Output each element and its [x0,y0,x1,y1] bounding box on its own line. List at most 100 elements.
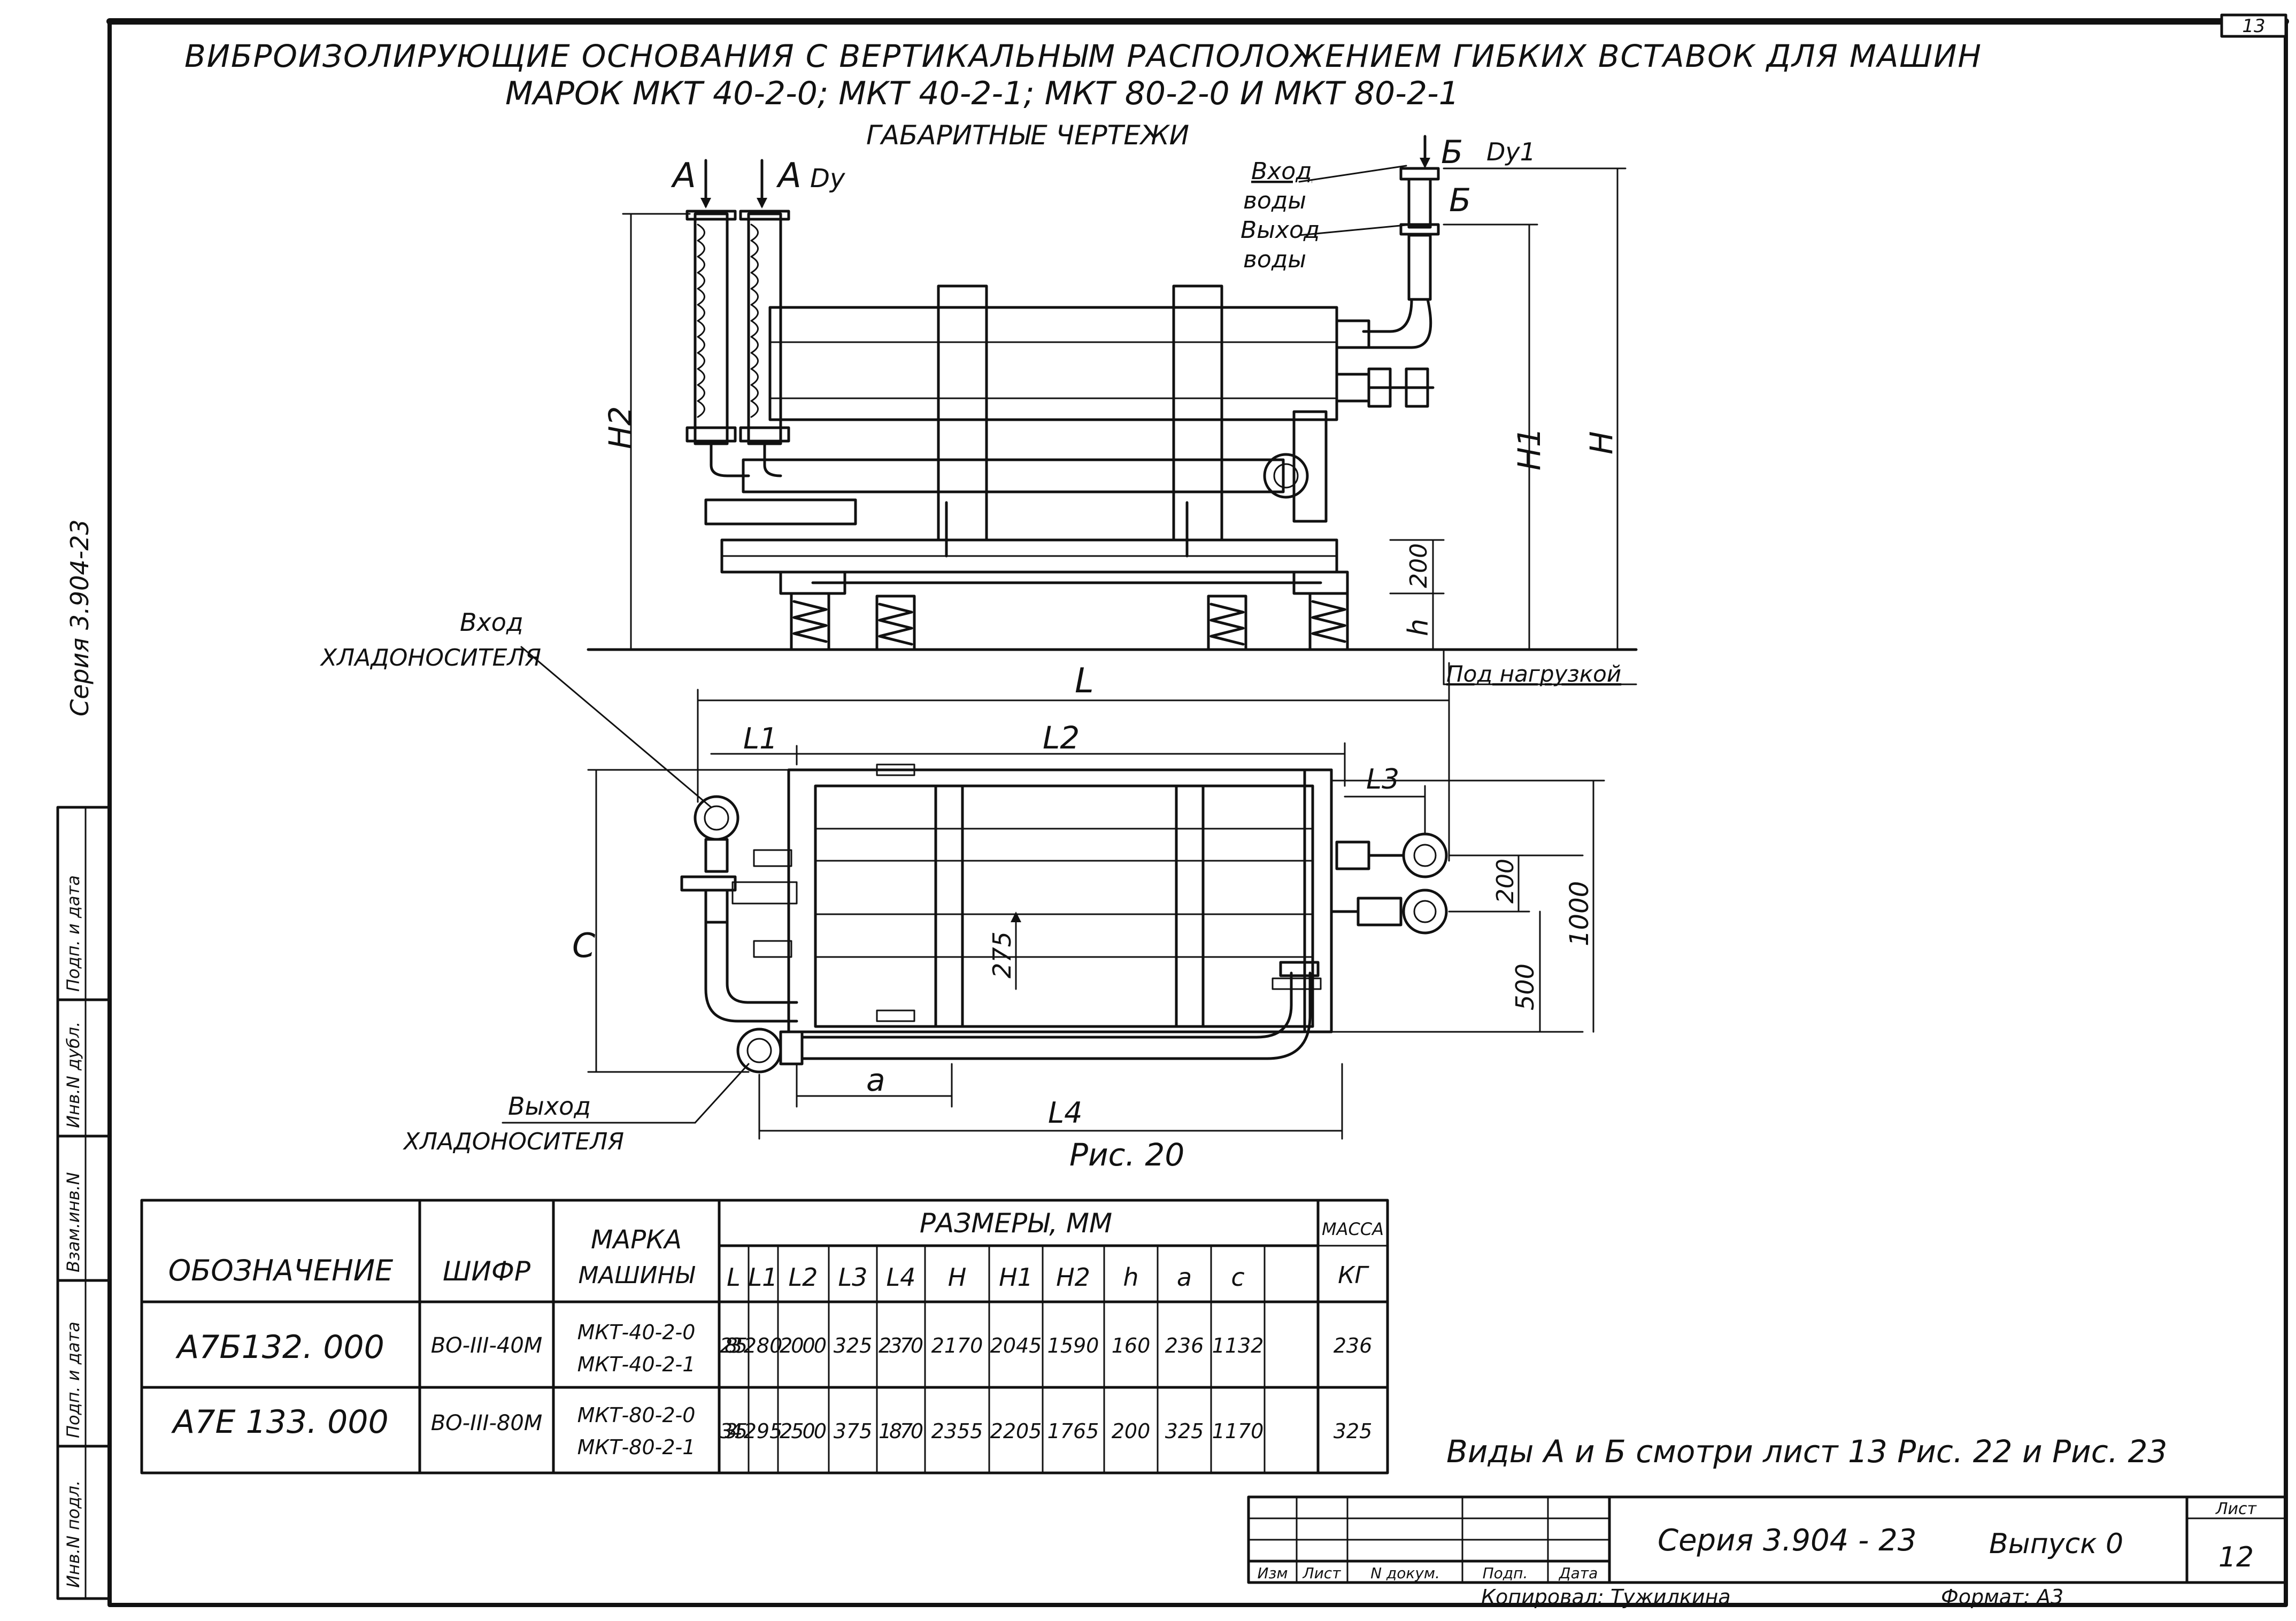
tb-series: Серия 3.904 - 23 [1658,1523,1916,1558]
row1-code: ВО-III-40М [431,1333,543,1358]
th-dim-L3: L3 [838,1263,868,1292]
row1-dim-H1: 2045 [990,1334,1042,1357]
dim-l2-label: L2 [1043,720,1080,756]
th-model-1: МАРКА [591,1225,682,1255]
coolant-inlet-label-1: Вход [460,608,523,637]
spec-table: ОБОЗНАЧЕНИЕ ШИФР МАРКА МАШИНЫ РАЗМЕРЫ, М… [140,1199,1389,1475]
figure-caption: Рис. 20 [1069,1137,1184,1173]
dim-275-label: 275 [988,931,1016,978]
row2-dim-L: 3345 [720,1419,748,1443]
stamp-cell-2: Подп. и дата [63,1322,83,1438]
view-b-mid-label: Б [1449,182,1471,219]
dim-l4-label: L4 [1048,1096,1082,1130]
dim-h1-label: H1 [1511,427,1547,470]
row2-dim-a: 325 [1165,1419,1204,1443]
row1-dim-h: 160 [1112,1334,1151,1357]
stamp-cell-3: Взам.инв.N [63,1172,83,1272]
row1-designation: А7Б132. 000 [175,1329,384,1366]
th-mass-1: МАССА [1322,1219,1384,1239]
row2-dim-H1: 2205 [990,1419,1042,1443]
dim-500-label: 500 [1511,963,1539,1010]
table-row: А7Б132. 000 ВО-III-40М МКТ-40-2-0 МКТ-40… [175,1321,1372,1376]
th-dim-L4: L4 [887,1263,916,1292]
row2-dim-H2: 1765 [1047,1419,1099,1443]
dim-l3-label: L3 [1366,763,1399,796]
dim-h-label: H [1583,431,1620,454]
th-mass-2: КГ [1338,1262,1369,1289]
views-reference-note: Виды А и Б смотри лист 13 Рис. 22 и Рис.… [1446,1433,2167,1470]
tb-copied-by: Копировал: Тужилкина [1481,1585,1731,1609]
view-a-right-label: A [776,156,802,196]
row1-dim-L4: 2370 [879,1334,923,1357]
coolant-inlet-label-2: ХЛАДОНОСИТЕЛЯ [320,644,541,671]
water-inlet-label-2: воды [1243,187,1306,214]
th-dim-H: H [948,1263,967,1292]
dim-200-side: 200 [1405,543,1432,588]
th-dim-L2: L2 [789,1263,818,1292]
dim-c-label: C [572,926,596,965]
water-outlet-label-1: Выход [1241,217,1320,244]
side-series-label: Серия 3.904-23 [65,519,94,716]
side-stamp: Инв.N подл. Подп. и дата Взам.инв.N Инв.… [56,806,111,1600]
row1-dim-H2: 1590 [1047,1334,1099,1357]
row2-dim-L4: 1870 [879,1419,923,1443]
row1-dim-L2: 2000 [780,1334,827,1357]
tb-col-doc: N докум. [1370,1564,1440,1582]
row2-dim-H: 2355 [931,1419,983,1443]
shell-body [768,306,1338,421]
row2-dim-L3: 375 [834,1419,873,1443]
side-elevation-view: A A Dу Б Dу1 Б Вход воды Выход воды H2 H… [320,134,1638,808]
row1-dim-L1: 280 [744,1334,783,1357]
title-block: Изм Лист N докум. Подп. Дата Серия 3.904… [1247,1495,2287,1609]
coolant-outlet-label-2: ХЛАДОНОСИТЕЛЯ [403,1128,624,1155]
spring-isolators [790,592,1349,651]
dim-l1-label: L1 [743,722,777,755]
th-sizes: РАЗМЕРЫ, ММ [920,1208,1112,1239]
row1-dim-H: 2170 [931,1334,983,1357]
row2-dim-c: 1170 [1212,1419,1264,1443]
row1-dim-a: 236 [1165,1334,1204,1357]
plan-view: L L1 L2 [403,661,1605,1173]
th-dim-a: a [1177,1263,1192,1292]
stamp-cell-4: Инв.N дубл. [63,1022,83,1128]
th-code: ШИФР [443,1256,531,1287]
dim-h2-label: H2 [602,406,638,449]
view-b-top-label: Б [1441,134,1463,171]
water-outlet-label-2: воды [1243,246,1306,273]
th-dim-H2: H2 [1056,1263,1090,1292]
dim-h-small-label: h [1403,619,1435,636]
th-dim-h: h [1123,1263,1138,1292]
tb-col-sheet: Лист [1303,1564,1342,1582]
row1-model-1: МКТ-40-2-0 [577,1321,696,1344]
stamp-cell-1: Инв.N подл. [63,1480,83,1588]
water-inlet-label-1: Вход [1251,158,1312,185]
tb-format: Формат: А3 [1941,1585,2063,1609]
stamp-cell-5: Подп. и дата [63,875,83,992]
row2-model-2: МКТ-80-2-1 [577,1435,696,1459]
tb-sheet-label: Лист [2215,1500,2258,1518]
dim-l-label: L [1075,661,1094,701]
under-load-label: Под нагрузкой [1446,661,1621,687]
dy1-label: Dу1 [1486,137,1536,166]
row2-dim-h: 200 [1112,1419,1151,1443]
th-dim-L: L [727,1263,741,1292]
th-designation: ОБОЗНАЧЕНИЕ [168,1254,394,1287]
dim-a-label: a [866,1062,885,1098]
row2-code: ВО-III-80М [431,1411,543,1435]
tb-sheet-number: 12 [2218,1541,2254,1573]
corner-sheet-box [2220,13,2287,38]
dy-label: Dу [810,164,845,194]
row1-dim-L3: 325 [834,1334,873,1357]
view-a-left-label: A [671,156,696,196]
row1-dim-L: 2835 [720,1334,748,1357]
tb-issue: Выпуск 0 [1989,1528,2123,1560]
flexible-inserts [685,210,790,477]
dim-200-plan: 200 [1492,859,1519,904]
table-row: А7Е 133. 000 ВО-III-80М МКТ-80-2-0 МКТ-8… [171,1403,1372,1459]
row2-dim-L1: 295 [744,1419,783,1443]
row1-mass: 236 [1334,1334,1373,1357]
th-dim-c: c [1231,1263,1244,1292]
tb-col-change: Изм [1258,1564,1288,1582]
th-model-2: МАШИНЫ [578,1262,695,1289]
